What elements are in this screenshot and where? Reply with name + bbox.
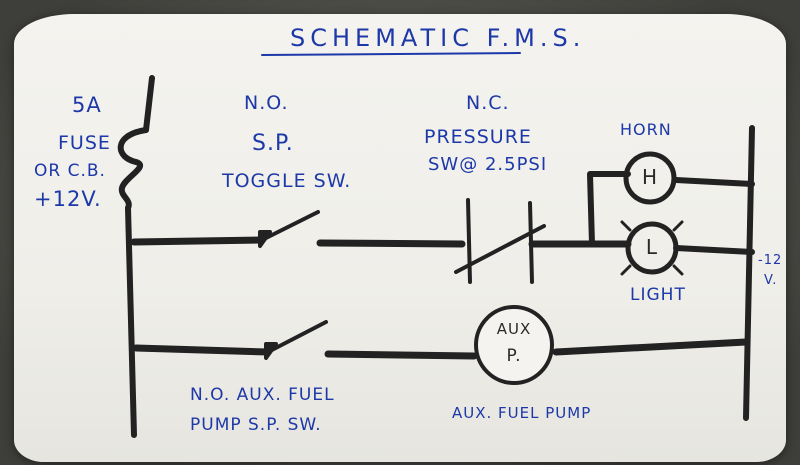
horn-circle — [623, 151, 677, 205]
light-symbol: L — [645, 235, 659, 259]
aux-pump-circle — [474, 305, 554, 385]
bottom-wire-right — [552, 338, 750, 356]
horn-to-rail — [673, 177, 755, 187]
light-to-rail — [673, 245, 755, 255]
positive-rail — [125, 75, 155, 438]
horn-branch — [587, 171, 631, 247]
fuse-rating: 5A — [72, 93, 102, 117]
pressure-label: PRESSURE — [424, 126, 532, 148]
aux-pump-label: AUX. FUEL PUMP — [452, 404, 592, 422]
pressure-contact-slash — [454, 224, 546, 274]
pressure-setting: SW@ 2.5PSI — [428, 154, 548, 175]
fuse-symbol — [117, 127, 149, 211]
toggle-label: TOGGLE SW. — [222, 170, 352, 192]
ground-unit: V. — [764, 273, 778, 288]
aux-switch-label-line1: N.O. AUX. FUEL — [190, 385, 335, 405]
ground-voltage: -12 — [758, 253, 783, 268]
pressure-contact-left — [466, 198, 472, 284]
pressure-type: N.C. — [466, 92, 510, 114]
toggle-switch — [260, 210, 320, 242]
toggle-switch-pivot — [258, 230, 272, 248]
light-label: LIGHT — [630, 285, 686, 305]
light-rays — [620, 220, 684, 276]
aux-pump-symbol-line1: AUX — [496, 320, 532, 338]
top-wire-left — [130, 236, 266, 246]
schematic-card — [14, 14, 786, 462]
toggle-type: N.O. — [244, 92, 289, 114]
bottom-wire-left — [132, 344, 272, 356]
negative-rail — [743, 125, 755, 421]
top-wire-middle — [316, 239, 466, 248]
bottom-wire-middle — [324, 350, 478, 360]
fuse-alt-label: OR C.B. — [34, 161, 106, 181]
title-underline — [261, 52, 521, 56]
toggle-pole: S.P. — [252, 131, 294, 156]
aux-switch-pivot — [264, 342, 278, 360]
aux-pump-symbol-line2: P. — [506, 346, 522, 366]
aux-switch — [266, 320, 328, 354]
light-circle — [625, 221, 679, 275]
fuse-label: FUSE — [58, 132, 111, 154]
horn-symbol: H — [641, 165, 659, 189]
supply-voltage: +12V. — [34, 187, 102, 211]
aux-switch-label-line2: PUMP S.P. SW. — [190, 415, 322, 435]
schematic-title: SCHEMATIC F.M.S. — [290, 24, 586, 52]
horn-label: HORN — [620, 120, 672, 139]
